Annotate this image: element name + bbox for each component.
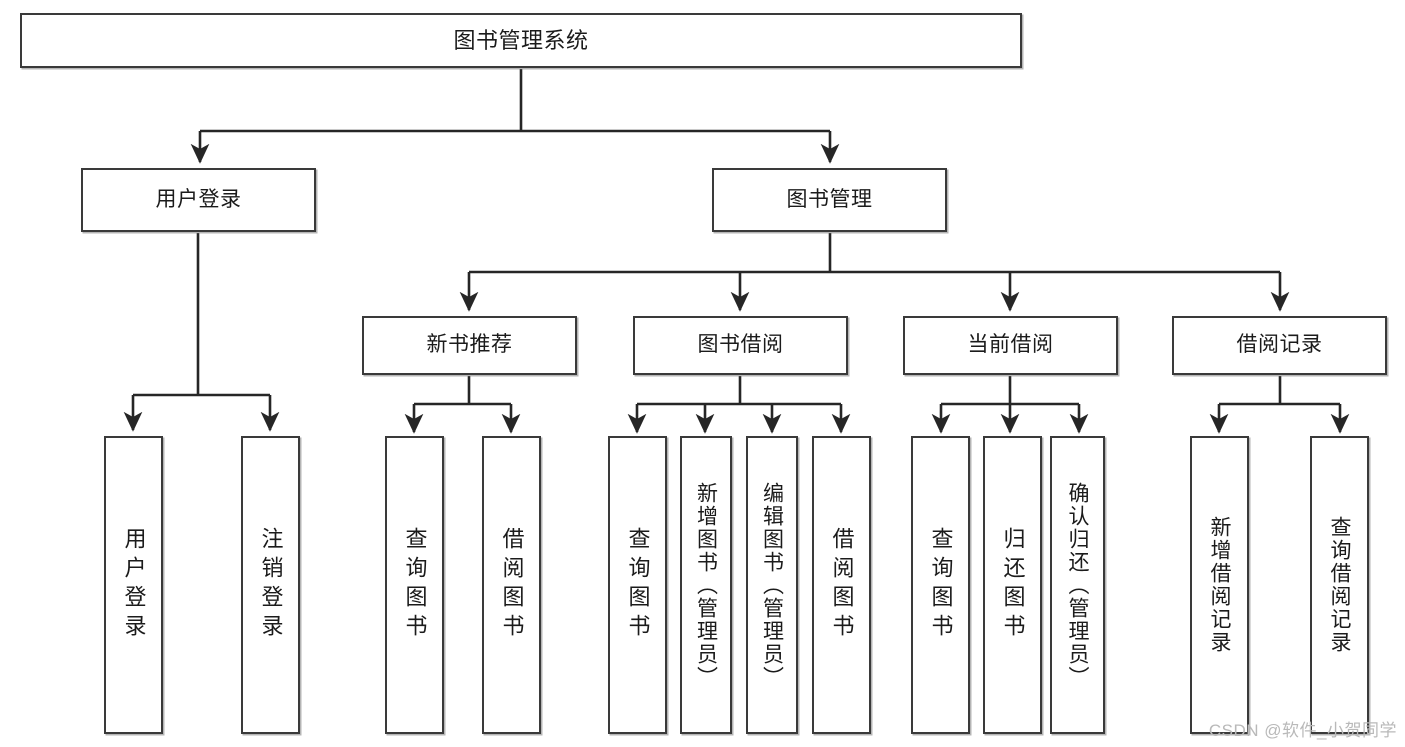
node-label: 借阅图书 (499, 527, 525, 643)
node-label: 确认归还（管理员） (1066, 481, 1089, 689)
leaf-query-borrow-record[interactable]: 查询借阅记录 (1310, 436, 1369, 734)
node-label: 新增图书（管理员） (694, 481, 718, 689)
node-label: 用户登录 (121, 527, 147, 643)
node-label: 查询图书 (402, 527, 428, 643)
node-label: 新书推荐 (426, 333, 513, 357)
leaf-return-book[interactable]: 归还图书 (983, 436, 1042, 734)
node-label: 图书管理 (786, 187, 873, 211)
node-label: 借阅记录 (1236, 333, 1323, 357)
leaf-query-book-recommend[interactable]: 查询图书 (385, 436, 444, 734)
node-root-system[interactable]: 图书管理系统 (20, 13, 1022, 68)
node-label: 归还图书 (1000, 527, 1026, 643)
leaf-logout[interactable]: 注销登录 (241, 436, 300, 734)
node-user-login[interactable]: 用户登录 (81, 168, 316, 232)
node-book-borrow[interactable]: 图书借阅 (633, 316, 848, 375)
node-label: 图书借阅 (697, 333, 784, 357)
node-new-book-recommend[interactable]: 新书推荐 (362, 316, 577, 375)
leaf-add-borrow-record[interactable]: 新增借阅记录 (1190, 436, 1249, 734)
node-label: 查询图书 (625, 527, 651, 643)
leaf-edit-book-admin[interactable]: 编辑图书（管理员） (746, 436, 798, 734)
leaf-borrow-book-recommend[interactable]: 借阅图书 (482, 436, 541, 734)
node-label: 用户登录 (155, 187, 242, 211)
leaf-query-book-borrow[interactable]: 查询图书 (608, 436, 667, 734)
node-label: 借阅图书 (829, 527, 855, 643)
node-label: 查询借阅记录 (1328, 516, 1351, 654)
leaf-add-book-admin[interactable]: 新增图书（管理员） (680, 436, 732, 734)
leaf-confirm-return-admin[interactable]: 确认归还（管理员） (1050, 436, 1105, 734)
node-label: 当前借阅 (967, 333, 1054, 357)
node-label: 查询图书 (928, 527, 954, 643)
node-current-borrow[interactable]: 当前借阅 (903, 316, 1118, 375)
node-label: 注销登录 (258, 527, 284, 643)
node-label: 图书管理系统 (453, 27, 589, 53)
node-book-management[interactable]: 图书管理 (712, 168, 947, 232)
watermark-text: CSDN @软件_小贺同学 (1208, 721, 1397, 740)
leaf-user-login[interactable]: 用户登录 (104, 436, 163, 734)
leaf-borrow-book[interactable]: 借阅图书 (812, 436, 871, 734)
node-borrow-records[interactable]: 借阅记录 (1172, 316, 1387, 375)
node-label: 新增借阅记录 (1208, 516, 1231, 654)
leaf-query-book-current[interactable]: 查询图书 (911, 436, 970, 734)
node-label: 编辑图书（管理员） (760, 481, 784, 689)
